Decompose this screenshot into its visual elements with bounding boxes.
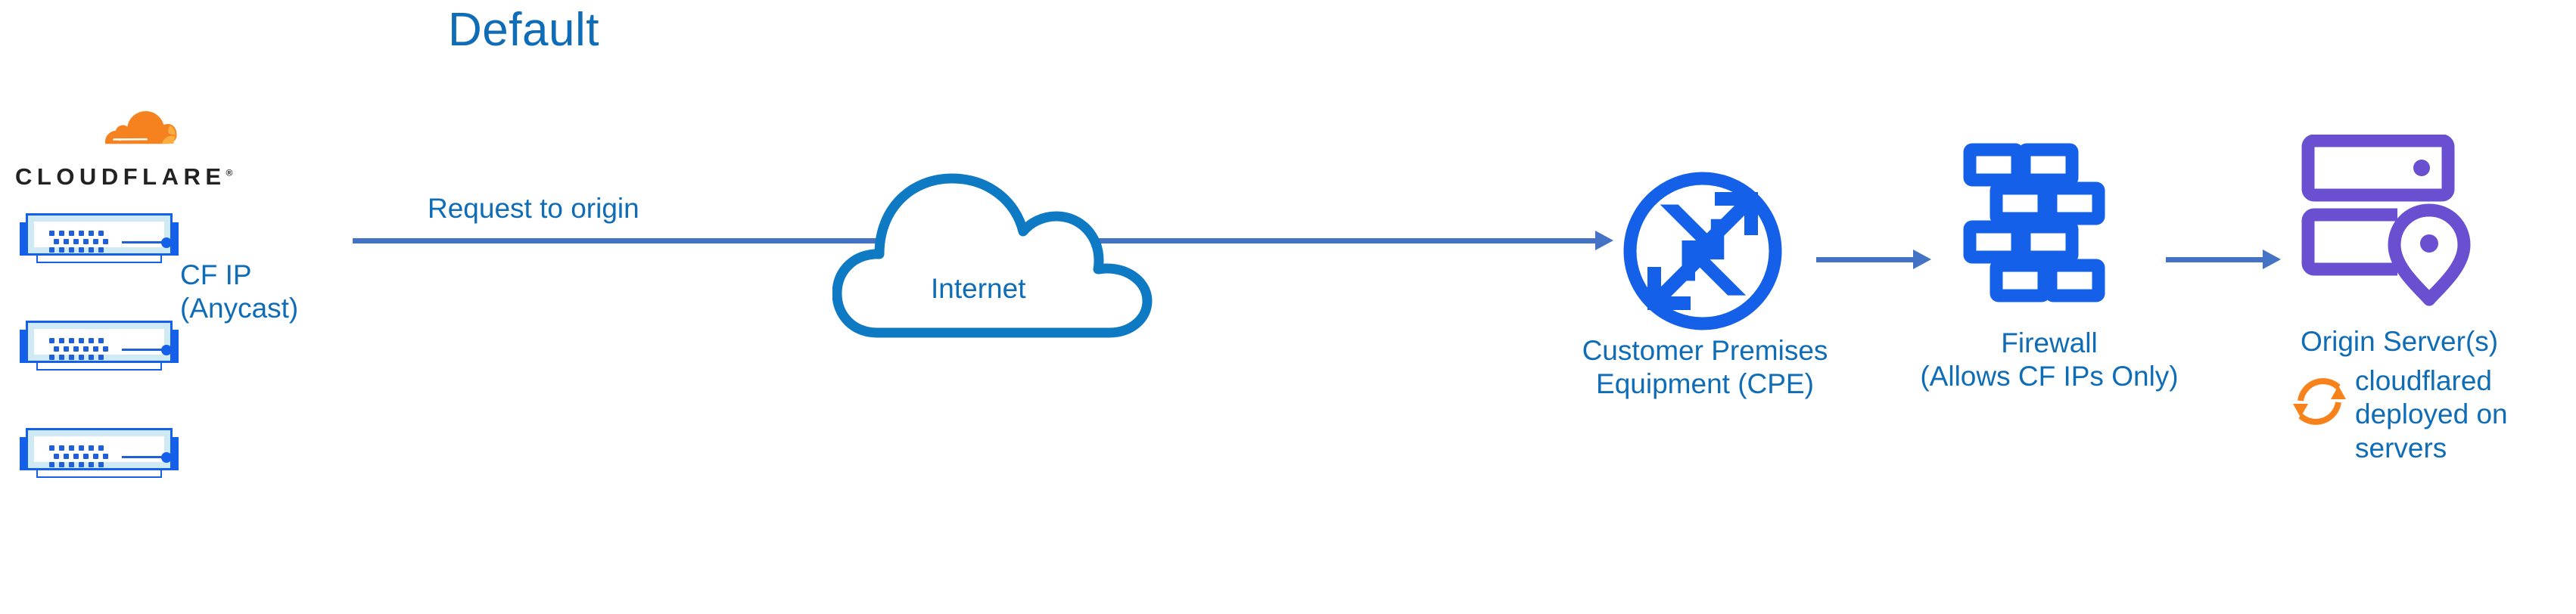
arrow-cpe-to-firewall-head-icon [1913, 250, 1931, 269]
arrow-firewall-to-origin-head-icon [2263, 250, 2281, 269]
brick-wall-icon [1960, 141, 2111, 307]
cloudflare-edge-server-icon [20, 321, 179, 371]
sync-arrows-icon [2287, 369, 2352, 434]
cloudflare-wordmark: CLOUDFLARE® [15, 163, 232, 191]
cf-ip-anycast-label: CF IP (Anycast) [180, 259, 299, 324]
server-base-shadow [36, 256, 162, 263]
cloudflare-edge-server-icon [20, 213, 179, 263]
server-base-shadow [36, 470, 162, 478]
server-chassis [26, 213, 173, 256]
arrow-firewall-to-origin-line [2166, 257, 2264, 262]
page-title: Default [448, 4, 599, 56]
origin-server-label: Origin Server(s) [2301, 326, 2499, 357]
server-port-grid-icon [49, 445, 108, 470]
cloudflared-note-label: cloudflared deployed on servers [2355, 365, 2508, 464]
router-icon [1619, 168, 1786, 334]
firewall-label: Firewall (Allows CF IPs Only) [1920, 327, 2179, 392]
server-front-panel [34, 222, 173, 253]
server-status-bar [122, 456, 173, 458]
server-led-icon [161, 452, 172, 463]
server-status-bar [122, 241, 173, 243]
server-chassis [26, 428, 173, 470]
server-rack-pin-icon [2301, 134, 2482, 309]
server-port-grid-icon [49, 231, 108, 255]
arrow-cpe-to-firewall-line [1816, 257, 1915, 262]
server-front-panel [34, 329, 173, 360]
server-led-icon [161, 237, 172, 248]
server-base-shadow [36, 363, 162, 371]
internet-cloud-icon [832, 106, 1271, 340]
server-chassis [26, 321, 173, 363]
cpe-label: Customer Premises Equipment (CPE) [1582, 335, 1828, 399]
internet-label: Internet [931, 273, 1026, 304]
cloudflare-wordmark-text: CLOUDFLARE [15, 163, 226, 190]
server-front-panel [34, 436, 173, 467]
cloudflare-logo: CLOUDFLARE® [15, 106, 232, 212]
arrow-edge-to-cpe-head-icon [1595, 231, 1613, 250]
server-port-grid-icon [49, 338, 108, 362]
cloudflare-cloud-mark-icon [95, 106, 186, 153]
request-to-origin-label: Request to origin [428, 193, 639, 224]
registered-mark: ® [226, 167, 233, 178]
server-status-bar [122, 349, 173, 351]
cloudflare-edge-server-icon [20, 428, 179, 478]
server-led-icon [161, 345, 172, 355]
